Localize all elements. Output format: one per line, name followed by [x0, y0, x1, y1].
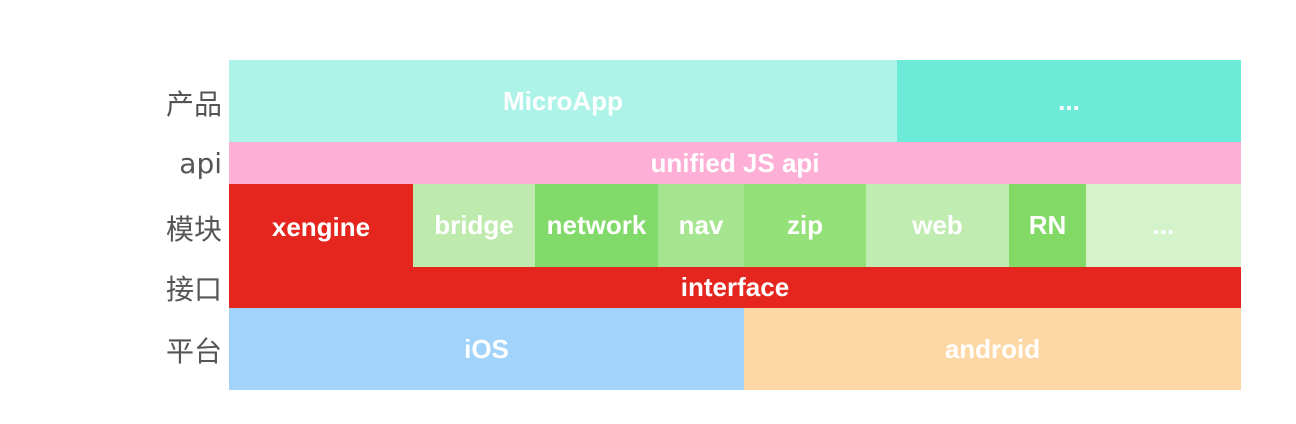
rn-block: RN — [1009, 184, 1086, 267]
ios-block: iOS — [229, 308, 744, 390]
nav-block: nav — [658, 184, 744, 267]
android-block: android — [744, 308, 1241, 390]
module-more-block: ... — [1086, 184, 1241, 267]
interface-block: interface — [229, 267, 1241, 308]
network-block: network — [535, 184, 658, 267]
row-label-product: 产品 — [165, 88, 222, 121]
row-label-platform: 平台 — [165, 335, 222, 368]
unified-js-api-block: unified JS api — [229, 142, 1241, 184]
row-label-module: 模块 — [165, 213, 222, 246]
row-label-interface: 接口 — [165, 273, 222, 306]
row-label-api: api — [179, 147, 222, 180]
zip-block: zip — [744, 184, 866, 267]
product-more-block: ... — [897, 60, 1241, 142]
bridge-block: bridge — [413, 184, 535, 267]
web-block: web — [866, 184, 1009, 267]
microapp-block: MicroApp — [229, 60, 897, 142]
